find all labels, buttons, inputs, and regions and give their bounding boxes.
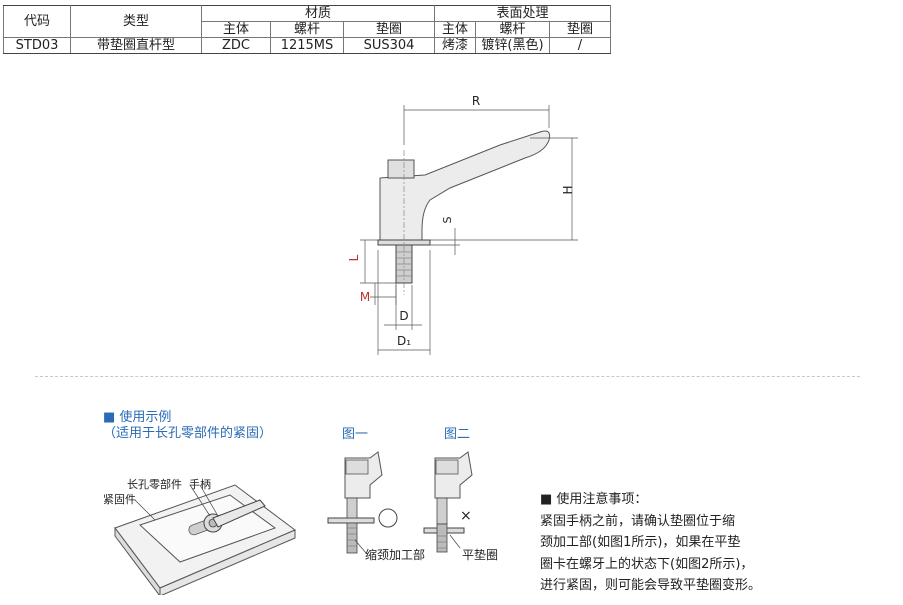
dim-d1-label: D₁ <box>397 334 411 348</box>
lever-technical-drawing: R H S L M D D₁ <box>347 94 578 355</box>
cell-surf-washer: / <box>549 37 611 54</box>
spec-table: 代码 类型 材质 表面处理 主体 螺杆 垫圈 主体 螺杆 垫圈 STD03 带垫… <box>3 5 611 54</box>
figure-1 <box>327 451 398 554</box>
label-neck: 缩颈加工部 <box>365 548 426 562</box>
notes-title: ■ 使用注意事项： <box>540 492 648 507</box>
ng-mark: × <box>460 508 472 524</box>
label-washer: 平垫圈 <box>462 548 499 562</box>
header-surface: 表面处理 <box>434 5 611 22</box>
dim-m-label: M <box>360 290 370 304</box>
header-code: 代码 <box>3 5 71 38</box>
ok-mark <box>378 508 398 528</box>
label-fastener: 紧固件 <box>103 493 136 506</box>
dim-s-label: S <box>441 216 454 223</box>
notes-line4: 进行紧固，则可能会导致平垫圈变形。 <box>540 578 762 593</box>
lever-body <box>379 130 551 241</box>
table-row: STD03 带垫圈直杆型 ZDC 1215MS SUS304 烤漆 镀锌(黑色)… <box>3 37 611 54</box>
usage-title-line2: （适用于长孔零部件的紧固） <box>103 426 273 441</box>
usage-title: ■ 使用示例 （适用于长孔零部件的紧固） <box>103 410 272 442</box>
usage-illustration <box>114 484 296 595</box>
header-mat-body: 主体 <box>201 21 271 38</box>
notes-line3: 圈卡在螺牙上的状态下(如图2所示)， <box>540 556 754 572</box>
label-slot-part: 长孔零部件 <box>127 478 182 491</box>
dim-l-label: L <box>347 254 361 261</box>
notes-line1: 紧固手柄之前，请确认垫圈位于缩 <box>540 513 736 529</box>
lever-hub-top <box>387 159 415 179</box>
dim-r-label: R <box>472 94 480 108</box>
dim-h-label: H <box>561 185 575 194</box>
usage-notes: ■ 使用注意事项： 紧固手柄之前，请确认垫圈位于缩 颈加工部(如图1所示)，如果… <box>540 489 761 597</box>
header-surf-body: 主体 <box>434 21 476 38</box>
header-mat-washer: 垫圈 <box>343 21 435 38</box>
dim-d-label: D <box>399 309 408 323</box>
cell-mat-washer: SUS304 <box>343 37 435 54</box>
cell-surf-body: 烤漆 <box>434 37 476 54</box>
section-divider <box>35 376 860 377</box>
header-material: 材质 <box>201 5 435 22</box>
notes-line2: 颈加工部(如图1所示)，如果在平垫 <box>540 535 741 550</box>
header-type: 类型 <box>70 5 202 38</box>
header-surf-screw: 螺杆 <box>475 21 550 38</box>
fig2-label: 图二 <box>444 427 471 442</box>
cell-mat-body: ZDC <box>201 37 271 54</box>
cell-code: STD03 <box>3 37 71 54</box>
label-handle: 手柄 <box>189 478 211 491</box>
cell-type: 带垫圈直杆型 <box>70 37 202 54</box>
figure-2 <box>423 451 473 553</box>
header-surf-washer: 垫圈 <box>549 21 611 38</box>
lever-arm <box>212 499 266 528</box>
fig1-label: 图一 <box>342 427 369 442</box>
header-mat-screw: 螺杆 <box>270 21 344 38</box>
cell-mat-screw: 1215MS <box>270 37 344 54</box>
cell-surf-screw: 镀锌(黑色) <box>475 37 550 54</box>
usage-title-line1: ■ 使用示例 <box>103 410 172 425</box>
